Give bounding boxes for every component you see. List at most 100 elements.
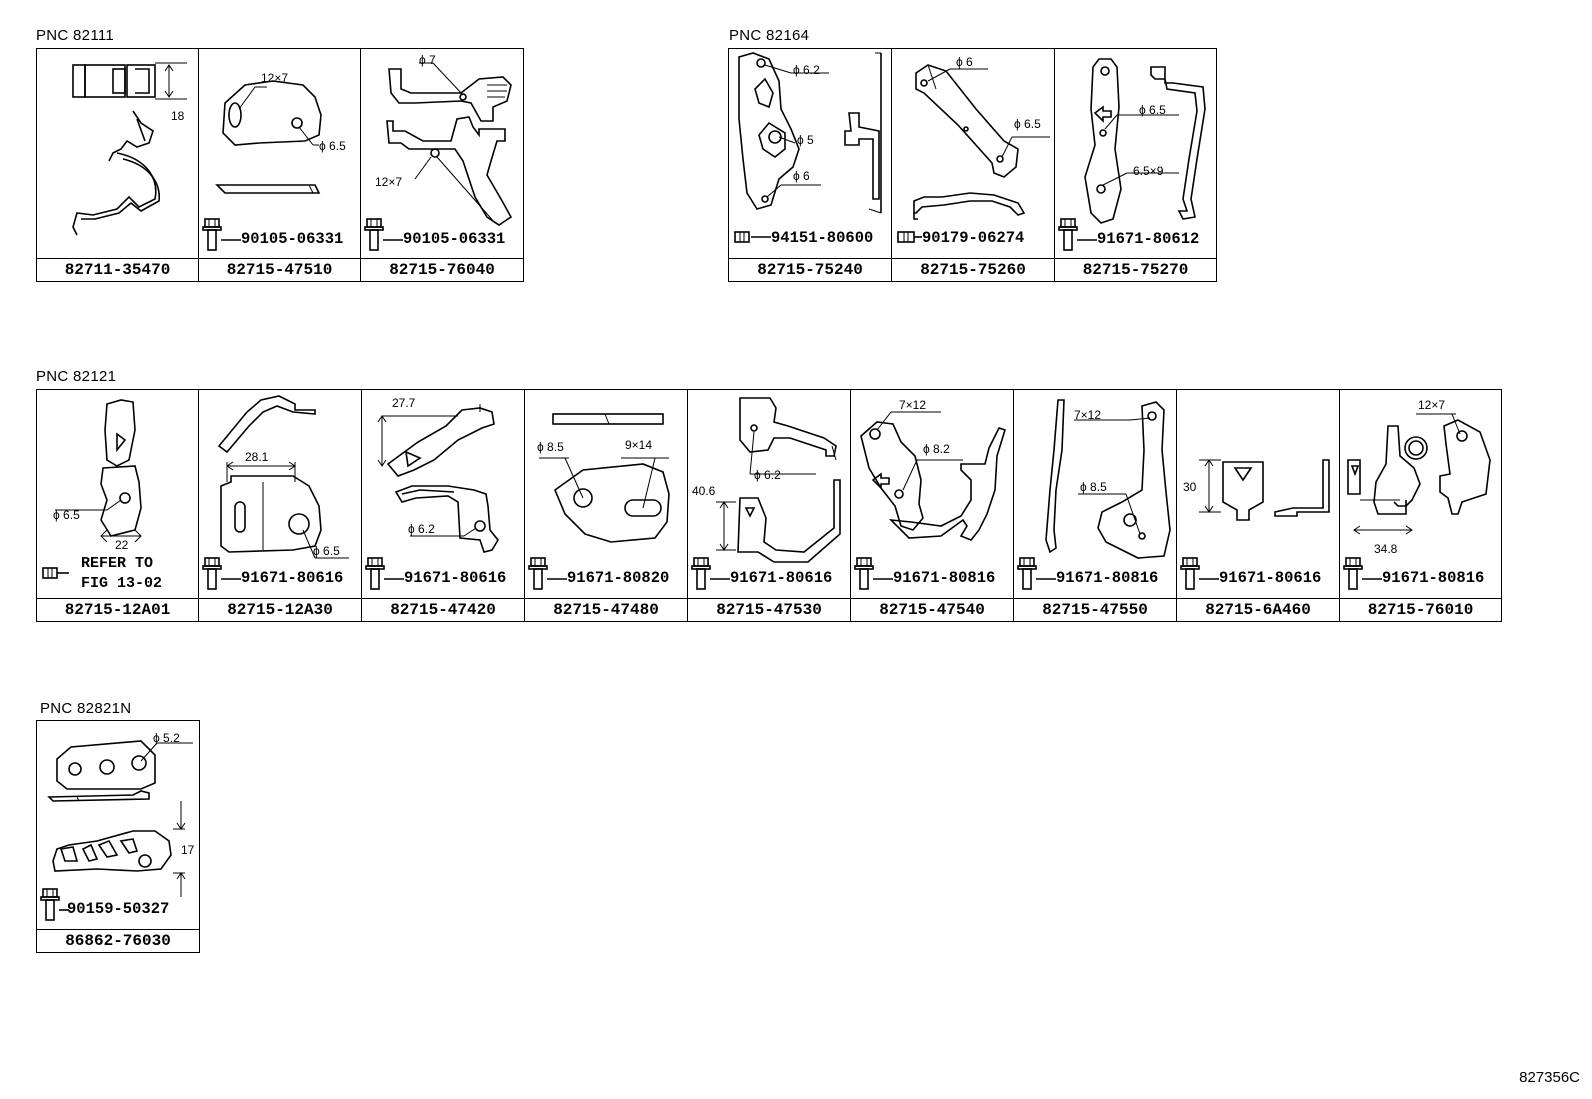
part-number-82715-47510[interactable]: 82715-47510 — [199, 258, 360, 281]
dim-hole-6-5: ϕ 6.5 — [1139, 103, 1166, 117]
part-number-82715-47480[interactable]: 82715-47480 — [525, 598, 687, 621]
dim-hole-6-5: ϕ 6.5 — [1014, 117, 1041, 131]
bolt-icon — [1058, 218, 1097, 251]
bolt-icon — [691, 557, 730, 590]
bolt-icon — [528, 557, 567, 590]
part-number-82715-12a01[interactable]: 82715-12A01 — [37, 598, 198, 621]
dim-hole-7: ϕ 7 — [419, 53, 436, 67]
part-number-82715-76010[interactable]: 82715-76010 — [1340, 598, 1501, 621]
part-number-82711-35470[interactable]: 82711-35470 — [37, 258, 198, 281]
dim-hole-8-5: ϕ 8.5 — [537, 440, 564, 454]
part-cell-82715-75270[interactable]: ϕ 6.5 6.5×9 91671-80612 82715-75270 — [1054, 48, 1217, 282]
dim-height-30: 30 — [1183, 480, 1197, 494]
bolt-part-number[interactable]: 91671-80816 — [893, 569, 996, 587]
bolt-part-number[interactable]: 91671-80816 — [1382, 569, 1485, 587]
bolt-part-number[interactable]: 90159-50327 — [67, 900, 170, 918]
bolt-part-number[interactable]: 91671-80616 — [730, 569, 833, 587]
bolt-icon — [40, 888, 69, 921]
bracket-illustration — [55, 399, 142, 543]
bracket-illustration — [913, 64, 1050, 220]
part-number-82715-12a30[interactable]: 82715-12A30 — [199, 598, 361, 621]
group-title-82164: PNC 82164 — [729, 27, 810, 44]
dim-hole-6-5: ϕ 6.5 — [313, 544, 340, 558]
part-cell-82715-76010[interactable]: 12×7 34.8 91671-80816 82715-76010 — [1339, 389, 1502, 622]
part-cell-82715-12a01[interactable]: ϕ 6.5 22 REFER TO FIG 13-02 82715-12A01 — [36, 389, 199, 622]
part-number-82715-76040[interactable]: 82715-76040 — [361, 258, 523, 281]
dim-slot-12x7: 12×7 — [261, 71, 289, 85]
part-number-86862-76030[interactable]: 86862-76030 — [37, 929, 199, 952]
nut-icon — [897, 231, 922, 243]
group-title-82111: PNC 82111 — [36, 27, 115, 44]
bolt-part-number[interactable]: 90105-06331 — [241, 230, 344, 248]
dim-slot-12x7: 12×7 — [375, 175, 403, 189]
bracket-illustration — [215, 80, 322, 194]
bolt-part-number[interactable]: 91671-80612 — [1097, 230, 1200, 248]
part-cell-82715-75240[interactable]: ϕ 6.2 ϕ 5 ϕ 6 94151-80600 82715-75240 — [728, 48, 892, 282]
bracket-illustration — [716, 397, 841, 563]
bracket-illustration — [738, 52, 882, 214]
part-cell-82715-47550[interactable]: 7×12 ϕ 8.5 91671-80816 82715-47550 — [1013, 389, 1177, 622]
dim-hole-6-2: ϕ 6.2 — [408, 522, 435, 536]
bolt-part-number[interactable]: 91671-80616 — [404, 569, 507, 587]
part-cell-82715-47510[interactable]: 12×7 ϕ 6.5 90105-06331 82715-47510 — [198, 48, 361, 282]
part-cell-82715-12a30[interactable]: 28.1 ϕ 6.5 91671-80616 82715-12A30 — [198, 389, 362, 622]
bracket-illustration — [860, 411, 1006, 541]
bolt-part-number[interactable]: 90105-06331 — [403, 230, 506, 248]
part-number-82715-6a460[interactable]: 82715-6A460 — [1177, 598, 1339, 621]
part-cell-86862-76030[interactable]: ϕ 5.2 17 90159-50327 86862-76030 — [36, 720, 200, 953]
dim-hole-6: ϕ 6 — [793, 169, 810, 183]
part-number-82715-47540[interactable]: 82715-47540 — [851, 598, 1013, 621]
dim-slot-7x12: 7×12 — [899, 398, 927, 412]
bracket-illustration — [1199, 459, 1330, 521]
bolt-icon — [1017, 557, 1056, 590]
part-cell-82711-35470[interactable]: 18 82711-35470 — [36, 48, 199, 282]
dim-width-22: 22 — [115, 538, 129, 552]
dim-height-18: 18 — [171, 109, 185, 123]
part-cell-82715-47480[interactable]: ϕ 8.5 9×14 91671-80820 82715-47480 — [524, 389, 688, 622]
reference-line-1: REFER TO — [81, 555, 154, 572]
part-number-82715-75260[interactable]: 82715-75260 — [892, 258, 1054, 281]
part-number-82715-47550[interactable]: 82715-47550 — [1014, 598, 1176, 621]
part-number-82715-47530[interactable]: 82715-47530 — [688, 598, 850, 621]
part-cell-82715-75260[interactable]: ϕ 6 ϕ 6.5 90179-06274 82715-75260 — [891, 48, 1055, 282]
part-cell-82715-76040[interactable]: ϕ 7 12×7 90105-06331 82715-76040 — [360, 48, 524, 282]
part-number-82715-47420[interactable]: 82715-47420 — [362, 598, 524, 621]
bolt-part-number[interactable]: 91671-80616 — [241, 569, 344, 587]
clip-illustration — [72, 62, 187, 236]
bolt-part-number[interactable]: 91671-80816 — [1056, 569, 1159, 587]
bolt-icon — [364, 218, 403, 251]
dim-hole-8-2: ϕ 8.2 — [923, 442, 950, 456]
dim-slot-9x14: 9×14 — [625, 438, 653, 452]
bolt-part-number[interactable]: 91671-80820 — [567, 569, 670, 587]
part-cell-82715-47540[interactable]: 7×12 ϕ 8.2 91671-80816 82715-47540 — [850, 389, 1014, 622]
bolt-part-number[interactable]: 90179-06274 — [922, 229, 1025, 247]
part-cell-82715-47530[interactable]: ϕ 6.2 40.6 91671-80616 82715-47530 — [687, 389, 851, 622]
bracket-illustration — [1347, 413, 1491, 535]
reference-line-2: FIG 13-02 — [81, 575, 163, 592]
part-number-82715-75240[interactable]: 82715-75240 — [729, 258, 891, 281]
dim-slot-7x12: 7×12 — [1074, 408, 1102, 422]
dim-hole-6: ϕ 6 — [956, 55, 973, 69]
dim-slot-12x7: 12×7 — [1418, 398, 1446, 412]
dim-hole-6-2: ϕ 6.2 — [754, 468, 781, 482]
illustration-code: 827356C — [1519, 1069, 1580, 1086]
bolt-part-number[interactable]: 91671-80616 — [1219, 569, 1322, 587]
bolt-part-number[interactable]: 94151-80600 — [771, 229, 874, 247]
hinge-illustration — [47, 740, 193, 897]
dim-hole-5: ϕ 5 — [797, 133, 814, 147]
dim-hole-5-2: ϕ 5.2 — [153, 731, 180, 745]
part-cell-82715-6a460[interactable]: 30 91671-80616 82715-6A460 — [1176, 389, 1340, 622]
dim-width-34-8: 34.8 — [1374, 542, 1398, 556]
bolt-icon — [365, 557, 404, 590]
bracket-illustration — [217, 395, 349, 559]
dim-width-28-1: 28.1 — [245, 450, 269, 464]
bolt-icon — [1343, 557, 1382, 590]
reference-note: REFER TO FIG 13-02 — [81, 554, 162, 594]
dim-hole-6-5: ϕ 6.5 — [319, 139, 346, 153]
bracket-illustration — [377, 404, 499, 553]
bolt-icon — [202, 218, 241, 251]
dim-hole-8-5: ϕ 8.5 — [1080, 480, 1107, 494]
part-number-82715-75270[interactable]: 82715-75270 — [1055, 258, 1216, 281]
dim-hole-6-2: ϕ 6.2 — [793, 63, 820, 77]
part-cell-82715-47420[interactable]: 27.7 ϕ 6.2 91671-80616 82715-47420 — [361, 389, 525, 622]
